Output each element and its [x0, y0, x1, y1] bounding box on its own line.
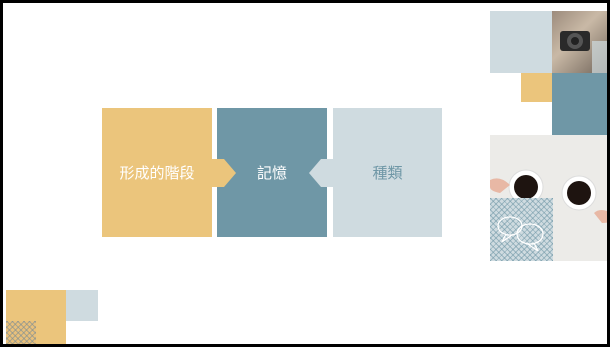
arrow-right-icon [212, 159, 236, 187]
camera-photo [552, 11, 607, 73]
deco-tile-steel [552, 73, 607, 135]
coffee-cups-icon [490, 169, 607, 223]
slide-canvas: 形成的階段 記憶 種類 [3, 3, 607, 344]
arrow-left-icon [309, 159, 333, 187]
deco-tile-pale-bottom [66, 290, 98, 321]
deco-hatch-bottom [6, 321, 36, 344]
deco-tile-pale-top [490, 11, 552, 73]
step-label-formation: 形成的階段 [119, 164, 195, 182]
step-box-types: 種類 [333, 108, 442, 237]
step-box-formation: 形成的階段 [102, 108, 212, 237]
step-label-types: 種類 [372, 164, 403, 182]
step-label-memory: 記憶 [256, 164, 287, 182]
deco-hatch-photo [490, 198, 553, 261]
speech-bubbles-icon [497, 216, 544, 252]
deco-tile-gold-small [521, 73, 552, 102]
camera-icon [560, 31, 607, 73]
